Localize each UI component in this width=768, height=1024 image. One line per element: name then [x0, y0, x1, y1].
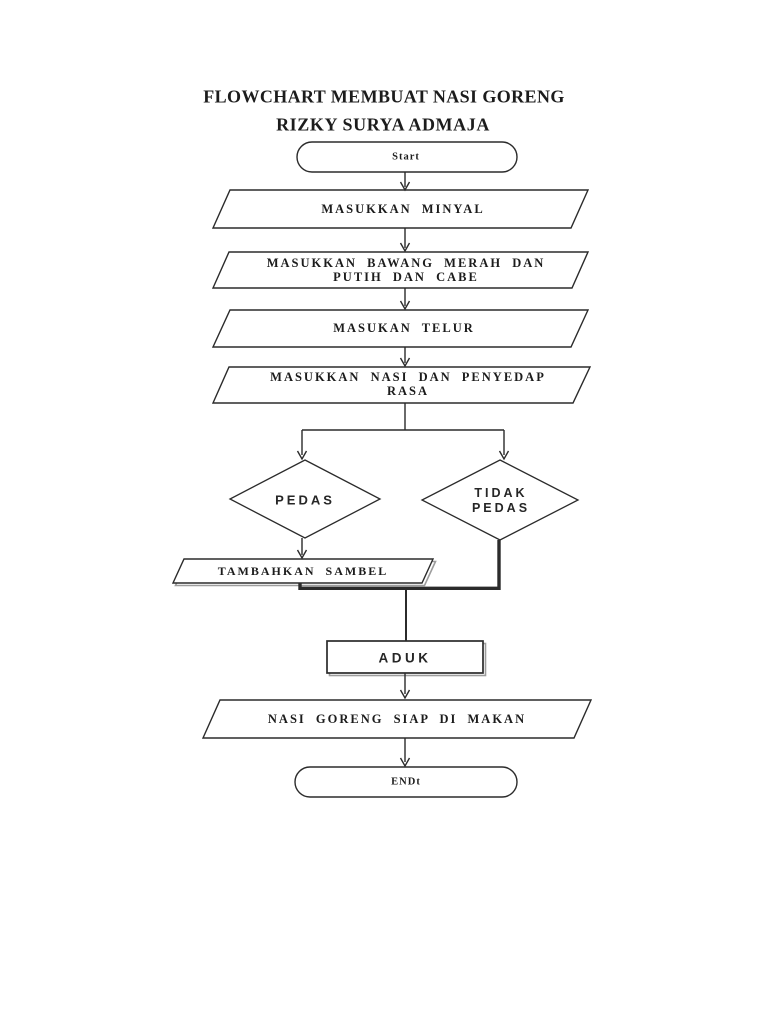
page-title: FLOWCHART MEMBUAT NASI GORENG — [203, 86, 565, 107]
decision-tidak-pedas-label: TIDAK PEDAS — [472, 486, 530, 516]
io-nasi-shape — [211, 366, 592, 404]
arrowhead — [399, 300, 411, 311]
io-nasi-line2: RASA — [386, 384, 430, 398]
start-label: Start — [392, 151, 420, 163]
io-minyak-label: MASUKKAN MINYAL — [321, 202, 485, 216]
start-terminator-shape — [296, 141, 518, 173]
arrowhead — [296, 450, 308, 461]
io-bawang-shape — [211, 251, 590, 289]
io-minyak-shape — [211, 189, 590, 229]
connector-branch-split — [301, 403, 505, 455]
io-nasi-label: MASUKKAN NASI DAN PENYEDAP RASA — [270, 370, 546, 398]
connector-branch-merge — [298, 540, 501, 590]
io-bawang-label: MASUKKAN BAWANG MERAH DAN PUTIH DAN CABE — [267, 256, 546, 284]
decision-tidak-pedas-line2: PEDAS — [471, 501, 531, 515]
io-telur-label: MASUKAN TELUR — [333, 321, 475, 335]
arrowhead — [498, 450, 510, 461]
io-siap-shape — [201, 699, 593, 739]
io-bawang-line2: PUTIH DAN CABE — [333, 270, 479, 284]
arrowhead — [399, 242, 411, 253]
author-name: RIZKY SURYA ADMAJA — [276, 114, 490, 135]
end-terminator-shape — [294, 766, 518, 798]
arrowhead — [399, 357, 411, 368]
io-siap-label: NASI GORENG SIAP DI MAKAN — [267, 712, 527, 726]
io-nasi-line1: MASUKKAN NASI DAN PENYEDAP — [270, 370, 546, 384]
io-telur-shape — [211, 309, 590, 348]
decision-pedas-shape — [228, 459, 382, 539]
arrowhead — [296, 549, 308, 560]
io-sambel-label: TAMBAHKAN SAMBEL — [217, 564, 389, 578]
decision-tidak-pedas-line1: TIDAK — [474, 486, 528, 500]
arrowhead — [399, 181, 411, 192]
end-label: ENDt — [391, 776, 421, 788]
process-aduk-label: ADUK — [378, 650, 432, 666]
io-sambel-shape — [171, 558, 435, 584]
decision-pedas-label: PEDAS — [275, 492, 335, 508]
io-bawang-line1: MASUKKAN BAWANG MERAH DAN — [266, 256, 546, 270]
arrowhead — [399, 689, 411, 700]
arrowhead — [399, 757, 411, 768]
